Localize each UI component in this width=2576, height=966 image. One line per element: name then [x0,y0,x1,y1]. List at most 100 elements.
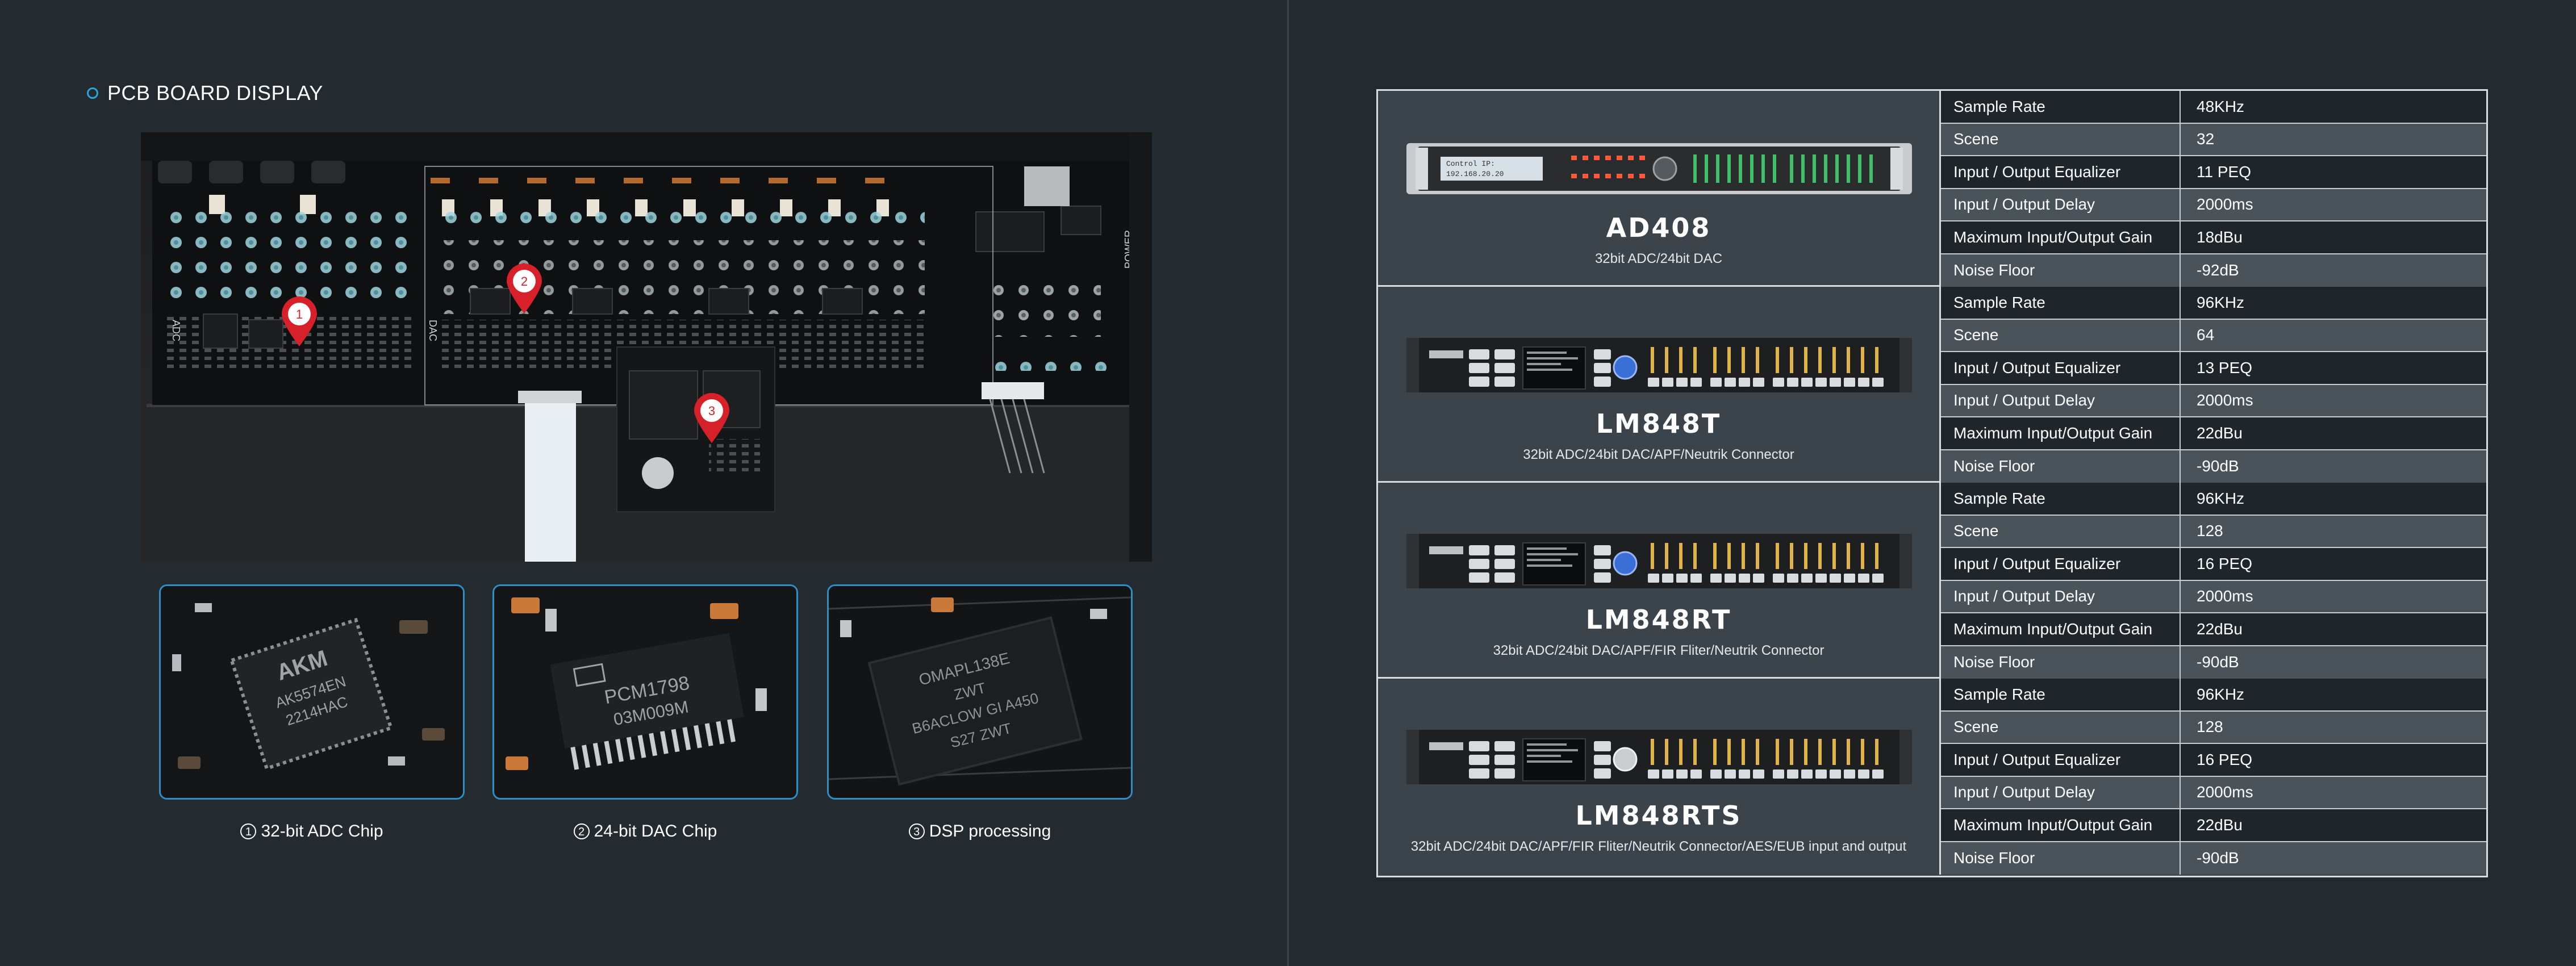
spec-row: Noise Floor-90dB [1941,450,2486,483]
spec-row: Input / Output Delay 2000ms [1941,776,2486,809]
product-block-lm848rt: LM848RT 32bit ADC/24bit DAC/APF/FIR Flit… [1378,483,2486,679]
spec-label: Input / Output Delay [1941,189,2181,220]
spec-value: -90dB [2197,849,2239,867]
adc-chip-closeup: AKM AK5574EN 2214HAC [159,584,465,800]
product-spec-table: Control IP: 192.168.20.20 AD408 32bit AD… [1376,89,2488,877]
spec-value: 16 PEQ [2197,750,2253,768]
caption-number: 1 [240,823,257,839]
product-description: 32bit ADC/24bit DAC/APF/FIR Fliter/Neutr… [1410,839,1907,854]
lm848rt-device-image [1406,534,1912,588]
spec-value: 11 PEQ [2197,162,2251,181]
spec-row: Scene 32 [1941,123,2486,156]
spec-value: 2000ms [2197,391,2253,409]
caption-label: 24-bit DAC Chip [594,822,717,840]
spec-value: 22dBu [2197,816,2243,834]
lm848rts-device-image [1406,730,1912,784]
spec-value: 18dBu [2197,228,2243,246]
pin-number: 2 [521,274,528,288]
pin-marker-3: 3 [692,392,732,444]
spec-row: Maximum Input/Output Gain 18dBu [1941,221,2486,254]
spec-value: 16 PEQ [2197,554,2253,572]
page-divider [1287,0,1289,966]
spec-rows: Sample Rate 96KHz Scene 64 Input / Output … [1941,287,2486,483]
board-label-dac: DAC [427,320,439,341]
spec-label: Input / Output Delay [1941,384,2181,416]
spec-label: Sample Rate [1941,679,2181,710]
product-name: LM848RT [1585,604,1732,635]
spec-label: Noise Floor [1941,646,2181,679]
dsp-chip-closeup: OMAPL138E ZWT B6ACLOW GI A450 S27 ZWT [827,584,1133,800]
spec-label: Noise Floor [1941,450,2181,483]
spec-row: Input / Output Delay 2000ms [1941,189,2486,221]
spec-value: 2000ms [2197,587,2253,605]
spec-row: Input / Output Delay 2000ms [1941,384,2486,417]
pcb-display-panel: PCB BOARD DISPLAY [0,0,1287,966]
product-name: AD408 [1606,212,1711,243]
spec-value: 32 [2197,130,2215,148]
lcd-line: 192.168.20.20 [1446,170,1504,178]
spec-label: Input / Output Equalizer [1941,548,2181,580]
spec-label: Input / Output Delay [1941,776,2181,808]
spec-row: Input / Output Equalizer 16 PEQ [1941,548,2486,581]
caption-label: 32-bit ADC Chip [261,822,383,840]
spec-label: Input / Output Delay [1941,580,2181,612]
spec-value: 64 [2197,326,2215,344]
spec-row: Input / Output Delay 2000ms [1941,580,2486,613]
spec-label: Scene [1941,123,2181,155]
caption-number: 3 [908,823,925,839]
product-cell: LM848RT 32bit ADC/24bit DAC/APF/FIR Flit… [1378,483,1941,677]
spec-row: Scene 64 [1941,319,2486,352]
product-name: LM848T [1596,408,1722,439]
product-cell: LM848T 32bit ADC/24bit DAC/APF/Neutrik C… [1378,287,1941,481]
spec-label: Scene [1941,515,2181,547]
product-cell: LM848RTS 32bit ADC/24bit DAC/APF/FIR Fli… [1378,679,1941,875]
spec-row: Scene 128 [1941,515,2486,548]
spec-row: Input / Output Equalizer 13 PEQ [1941,352,2486,385]
pin-number: 1 [296,307,303,321]
spec-label: Scene [1941,319,2181,351]
section-heading: PCB BOARD DISPLAY [87,81,323,105]
spec-value: 2000ms [2197,195,2253,214]
spec-value: 2000ms [2197,783,2253,801]
pin-marker-1: 1 [279,295,319,348]
spec-label: Noise Floor [1941,254,2181,287]
product-description: 32bit ADC/24bit DAC/APF/FIR Fliter/Neutr… [1493,643,1825,658]
pcb-board-photo: ADC DAC POWER [141,132,1152,562]
spec-value: 128 [2197,522,2223,540]
pin-number: 3 [708,404,715,418]
spec-label: Noise Floor [1941,842,2181,875]
product-name: LM848RTS [1575,800,1742,831]
spec-row: Noise Floor-90dB [1941,646,2486,679]
spec-value: 128 [2197,718,2223,736]
spec-label: Maximum Input/Output Gain [1941,221,2181,253]
dac-chip-closeup: PCM1798 03M009M [492,584,798,800]
spec-value: 22dBu [2197,620,2243,638]
product-block-lm848rts: LM848RTS 32bit ADC/24bit DAC/APF/FIR Fli… [1378,679,2486,875]
spec-label: Maximum Input/Output Gain [1941,613,2181,645]
spec-value: 48KHz [2197,97,2245,115]
spec-label: Sample Rate [1941,287,2181,319]
ad408-device-image: Control IP: 192.168.20.20 [1406,143,1912,194]
product-block-ad408: Control IP: 192.168.20.20 AD408 32bit AD… [1378,91,2486,287]
section-title: PCB BOARD DISPLAY [107,81,323,104]
spec-label: Input / Output Equalizer [1941,352,2181,384]
spec-row: Noise Floor-92dB [1941,254,2486,287]
spec-label: Maximum Input/Output Gain [1941,809,2181,841]
spec-value: 96KHz [2197,293,2245,311]
spec-label: Maximum Input/Output Gain [1941,417,2181,449]
spec-value: 13 PEQ [2197,358,2253,377]
caption-number: 2 [573,823,590,839]
spec-row: Maximum Input/Output Gain 22dBu [1941,613,2486,646]
lcd-line: Control IP: [1446,160,1495,168]
